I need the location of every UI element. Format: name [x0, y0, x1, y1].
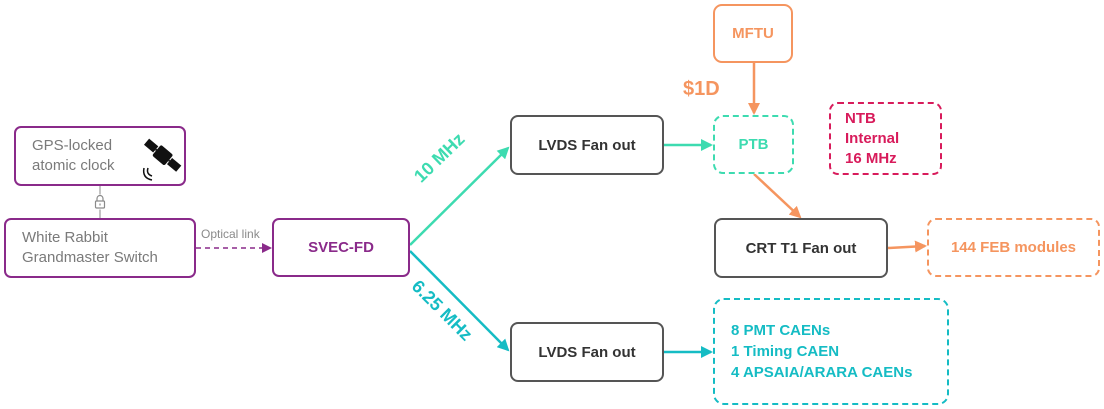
- svec-label: SVEC-FD: [308, 239, 374, 256]
- gps-clock-line1: GPS-locked: [32, 137, 113, 154]
- gps-clock-line2: atomic clock: [32, 157, 115, 174]
- ntb-line3: 16 MHz: [845, 149, 897, 167]
- svec-to-lvds-bottom-arrow: [409, 250, 510, 352]
- caen-line-pmt: 8 PMT CAENs: [731, 322, 831, 339]
- mftu-label: MFTU: [732, 25, 774, 42]
- lvds-fanout-top-box: LVDS Fan out: [510, 115, 664, 175]
- ptb-to-crt-arrow: [753, 173, 802, 219]
- feb-modules-box: 144 FEB modules: [927, 218, 1100, 277]
- crt-fanout-label: CRT T1 Fan out: [745, 239, 857, 257]
- wr-switch-line1: White Rabbit: [22, 229, 108, 246]
- ntb-line2: Internal: [845, 129, 900, 147]
- svec-to-lvds-top-arrow: [409, 146, 510, 246]
- caen-line-timing: 1 Timing CAEN: [731, 343, 840, 360]
- wr-switch-line2: Grandmaster Switch: [22, 249, 158, 266]
- svec-box: SVEC-FD: [272, 218, 410, 277]
- ptb-label: PTB: [738, 136, 769, 153]
- wr-switch-box: White Rabbit Grandmaster Switch: [4, 218, 196, 278]
- crt-fanout-box: CRT T1 Fan out: [714, 218, 888, 278]
- lvds-fanout-bottom-label: LVDS Fan out: [538, 343, 636, 361]
- caens-box: 8 PMT CAENs 1 Timing CAEN 4 APSAIA/ARARA…: [713, 298, 949, 405]
- crt-to-feb-arrow: [887, 240, 927, 253]
- feb-modules-label: 144 FEB modules: [950, 239, 1077, 256]
- caen-line-apsaia: 4 APSAIA/ARARA CAENs: [731, 364, 913, 381]
- satellite-icon: [142, 138, 182, 181]
- ptb-box: PTB: [713, 115, 794, 174]
- signal-1d-label: $1D: [683, 78, 720, 100]
- gps-clock-box: GPS-locked atomic clock: [14, 126, 186, 186]
- optical-link-label: Optical link: [201, 227, 260, 241]
- lvds-fanout-bottom-box: LVDS Fan out: [510, 322, 664, 382]
- lock-icon: [94, 194, 106, 210]
- ntb-box: NTB Internal 16 MHz: [829, 102, 942, 175]
- ntb-line1: NTB: [845, 109, 876, 127]
- mftu-box: MFTU: [713, 4, 793, 63]
- lvds-fanout-top-label: LVDS Fan out: [538, 136, 636, 154]
